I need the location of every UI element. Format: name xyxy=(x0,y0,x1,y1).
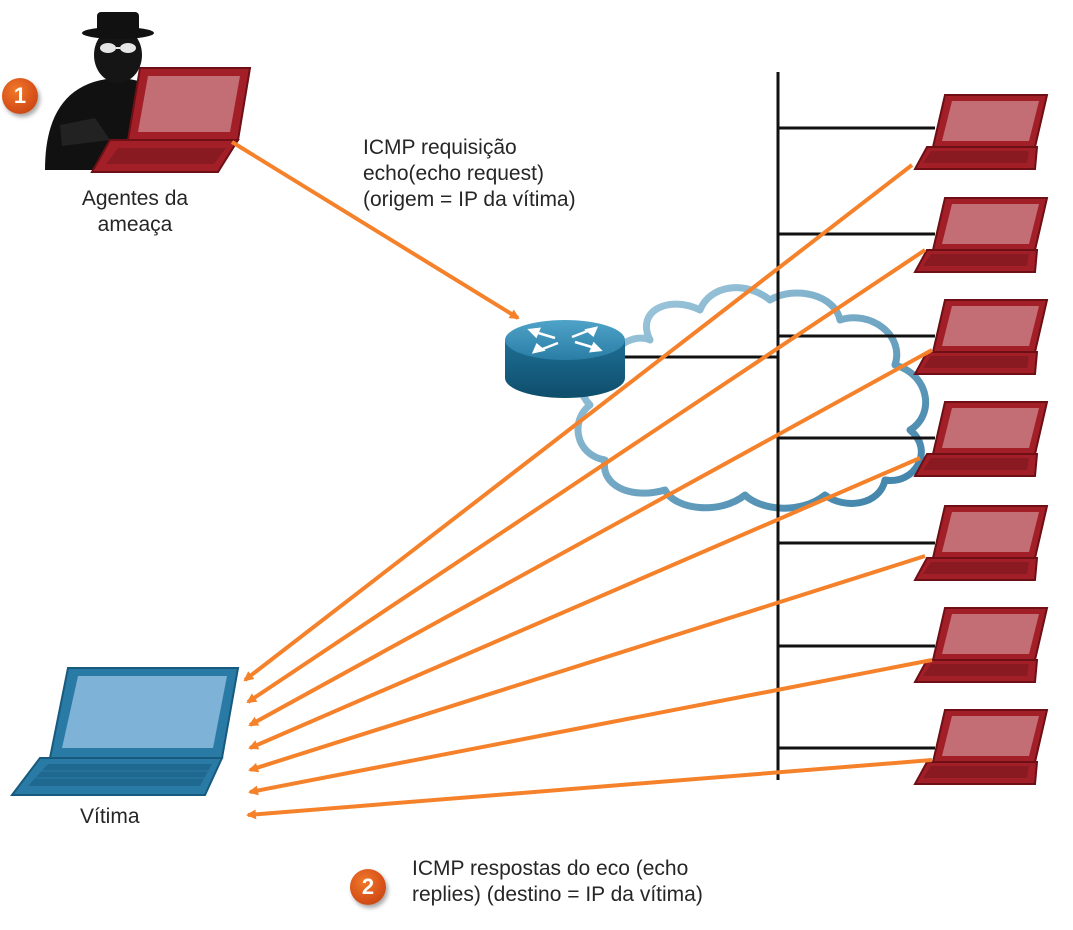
laptop-icon xyxy=(913,709,1049,785)
threat-actor-icon xyxy=(45,12,252,173)
echo-reply-arrow xyxy=(243,163,914,682)
laptop-icon xyxy=(913,197,1049,273)
echo-request-label: ICMP requisição echo(echo request) (orig… xyxy=(363,135,576,213)
echo-reply-arrow xyxy=(248,658,933,796)
echo-request-arrow xyxy=(230,140,520,320)
cloud-icon xyxy=(574,284,929,512)
laptop-icon xyxy=(913,505,1049,581)
attacker-label-line2: ameaça xyxy=(97,213,173,236)
echo-replies-line2: replies) (destino = IP da vítima) xyxy=(412,883,703,906)
echo-reply-arrow xyxy=(248,554,926,773)
attacker-label-line1: Agentes da xyxy=(81,187,189,210)
victim-laptop-icon xyxy=(9,667,240,796)
router-icon xyxy=(505,320,625,398)
echo-reply-arrows xyxy=(243,163,933,820)
laptop-icon xyxy=(913,401,1049,477)
laptop-icon xyxy=(913,94,1049,170)
echo-request-line1: ICMP requisição xyxy=(363,136,517,159)
laptop-icon xyxy=(913,299,1049,375)
echo-reply-arrow xyxy=(246,758,933,820)
echo-request-line2: echo(echo request) xyxy=(363,162,544,185)
echo-replies-line1: ICMP respostas do eco (echo xyxy=(412,857,689,880)
echo-reply-arrow xyxy=(246,248,927,704)
victim-label: Vítima xyxy=(80,805,140,828)
laptop-icon xyxy=(913,607,1049,683)
echo-reply-arrow xyxy=(248,348,933,727)
step-2-badge: 2 xyxy=(350,869,386,905)
echo-replies-label: ICMP respostas do eco (echo replies) (de… xyxy=(412,856,703,908)
echo-reply-arrow xyxy=(248,456,921,750)
echo-request-line3: (origem = IP da vítima) xyxy=(363,188,576,211)
attacker-label: Agentes da ameaça xyxy=(70,186,200,238)
step-1-badge: 1 xyxy=(2,78,38,114)
network-laptops xyxy=(913,94,1049,785)
network-backbone xyxy=(610,72,935,780)
